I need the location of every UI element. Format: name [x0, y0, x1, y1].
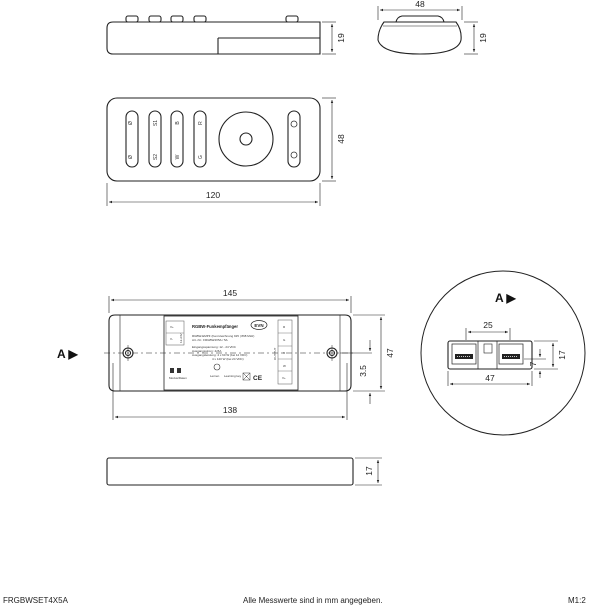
remote-wheel-center: [239, 132, 253, 146]
ce-mark-icon: CE: [253, 375, 263, 382]
output-terminal-4: W: [283, 364, 286, 368]
detail-a-connector-right: [502, 354, 520, 359]
remote-label-6: S2: [153, 154, 159, 160]
dim-remote-side-thickness-label: 19: [478, 33, 488, 43]
dim-receiver-length-label: 145: [223, 288, 237, 298]
dim-receiver-hole-offset-label: 3.5: [358, 365, 368, 377]
view-a-marker: A ▶: [57, 347, 79, 361]
evn-logo: [250, 320, 268, 330]
dim-receiver-mounting: 138: [112, 363, 348, 420]
dim-detail-height: 17: [534, 340, 567, 370]
remote-label-8: G: [198, 155, 204, 159]
receiver-label-line-6: 4 x 120 W (bei 24 VDC): [212, 357, 244, 361]
output-terminal-2: G: [283, 338, 286, 342]
remote-side-view: [377, 15, 462, 55]
output-terminal-5: V+: [282, 376, 286, 380]
dim-detail-connector-width: 25: [465, 320, 511, 340]
detail-a-view: A ▶: [420, 270, 586, 436]
remote-label-3: B: [175, 121, 181, 125]
dim-detail-width: 47: [447, 371, 533, 386]
remote-button-1: [125, 110, 139, 168]
scene-icon: [290, 151, 298, 159]
remote-front-view: [106, 97, 321, 182]
dim-receiver-height: 47: [353, 314, 395, 392]
dim-receiver-thickness: 17: [355, 457, 382, 486]
receiver-label-line-5: Ausgangsleistung: 4 x 60 W (bei 12 VDC): [192, 353, 247, 357]
weee-icon: [242, 372, 251, 381]
receiver-label: V+ V- 12-24V RGBW-Funkempfänger RGBW-EMP…: [165, 319, 293, 385]
dim-remote-height: 48: [322, 97, 346, 182]
remote-button-4: [193, 110, 207, 168]
detail-a-marker: A ▶: [495, 291, 517, 305]
footer-scale: M1:2: [568, 596, 586, 605]
remote-button-labels: Ø S1 B R Ø S2 W G: [128, 120, 298, 160]
remote-button-5: [287, 110, 301, 168]
receiver-label-line-4: Ausgangsstrom: 4x5A: [192, 349, 221, 353]
remote-top-view: [106, 15, 321, 55]
receiver-label-line-1: RGBW-EMPF (Kennzeichnung 915 | 868 MHz): [192, 334, 254, 338]
remote-label-2: S1: [153, 120, 159, 126]
input-caption: 12-24V: [179, 333, 183, 343]
receiver-label-title: RGBW-Funkempfänger: [192, 324, 238, 329]
dim-detail-width-label: 47: [485, 373, 495, 383]
output-caption: OUTPUT: [273, 348, 277, 361]
detail-a-connector-left: [455, 354, 473, 359]
receiver-top-view: [104, 314, 356, 392]
dim-detail-height-label: 17: [557, 350, 567, 360]
input-terminal-1: V+: [170, 325, 174, 329]
dim-receiver-mounting-label: 138: [223, 405, 237, 415]
dim-remote-side-width: 48: [377, 0, 463, 20]
dim-detail-inner-height: 7: [524, 349, 546, 378]
remote-label-1: Ø: [128, 121, 134, 125]
dim-remote-width-label: 120: [206, 190, 220, 200]
dim-remote-width: 120: [106, 183, 321, 206]
power-icon: [290, 120, 298, 128]
receiver-label-line-2: Art.-Nr.: FRGBW4X5A / 5A: [192, 338, 228, 342]
dim-receiver-height-label: 47: [385, 348, 395, 358]
dim-remote-thickness: 19: [322, 21, 346, 55]
switch-icon-2: [177, 368, 181, 373]
dim-detail-connector-width-label: 25: [483, 320, 493, 330]
dim-remote-thickness-label: 19: [336, 33, 346, 43]
output-terminal-block: [277, 319, 293, 385]
output-terminal-1: R: [283, 325, 286, 329]
switch-icon: [170, 368, 174, 373]
switch-caption: Modus/Daten: [169, 376, 187, 380]
remote-button-3: [170, 110, 184, 168]
remote-wheel: [218, 111, 274, 167]
remote-label-4: R: [198, 121, 204, 125]
dim-remote-side-width-label: 48: [415, 0, 425, 9]
input-terminal-2: V-: [170, 337, 173, 341]
receiver-side-view: [106, 457, 354, 486]
footer-article-number: FRGBWSET4X5A: [3, 596, 68, 605]
receiver-label-line-3: Eingangsspannung: 12 - 24 VDC: [192, 345, 237, 349]
dim-detail-inner-height-label: 7: [528, 361, 538, 366]
learn-button-icon: [213, 363, 221, 371]
evn-logo-text: EVN: [254, 323, 263, 328]
remote-label-5: Ø: [128, 155, 134, 159]
dim-remote-height-label: 48: [336, 134, 346, 144]
output-terminal-3: B: [283, 351, 285, 355]
footer-note: Alle Messwerte sind in mm angegeben.: [243, 596, 383, 605]
dim-receiver-thickness-label: 17: [364, 466, 374, 476]
dim-receiver-hole-offset: 3.5: [340, 340, 372, 404]
dim-receiver-length: 145: [108, 288, 352, 313]
remote-button-2: [148, 110, 162, 168]
learn-caption: Lernen: [210, 374, 220, 378]
dim-remote-side-thickness: 19: [464, 21, 488, 55]
remote-label-7: W: [175, 154, 181, 159]
learn-caption-2: Learning key: [224, 374, 242, 378]
